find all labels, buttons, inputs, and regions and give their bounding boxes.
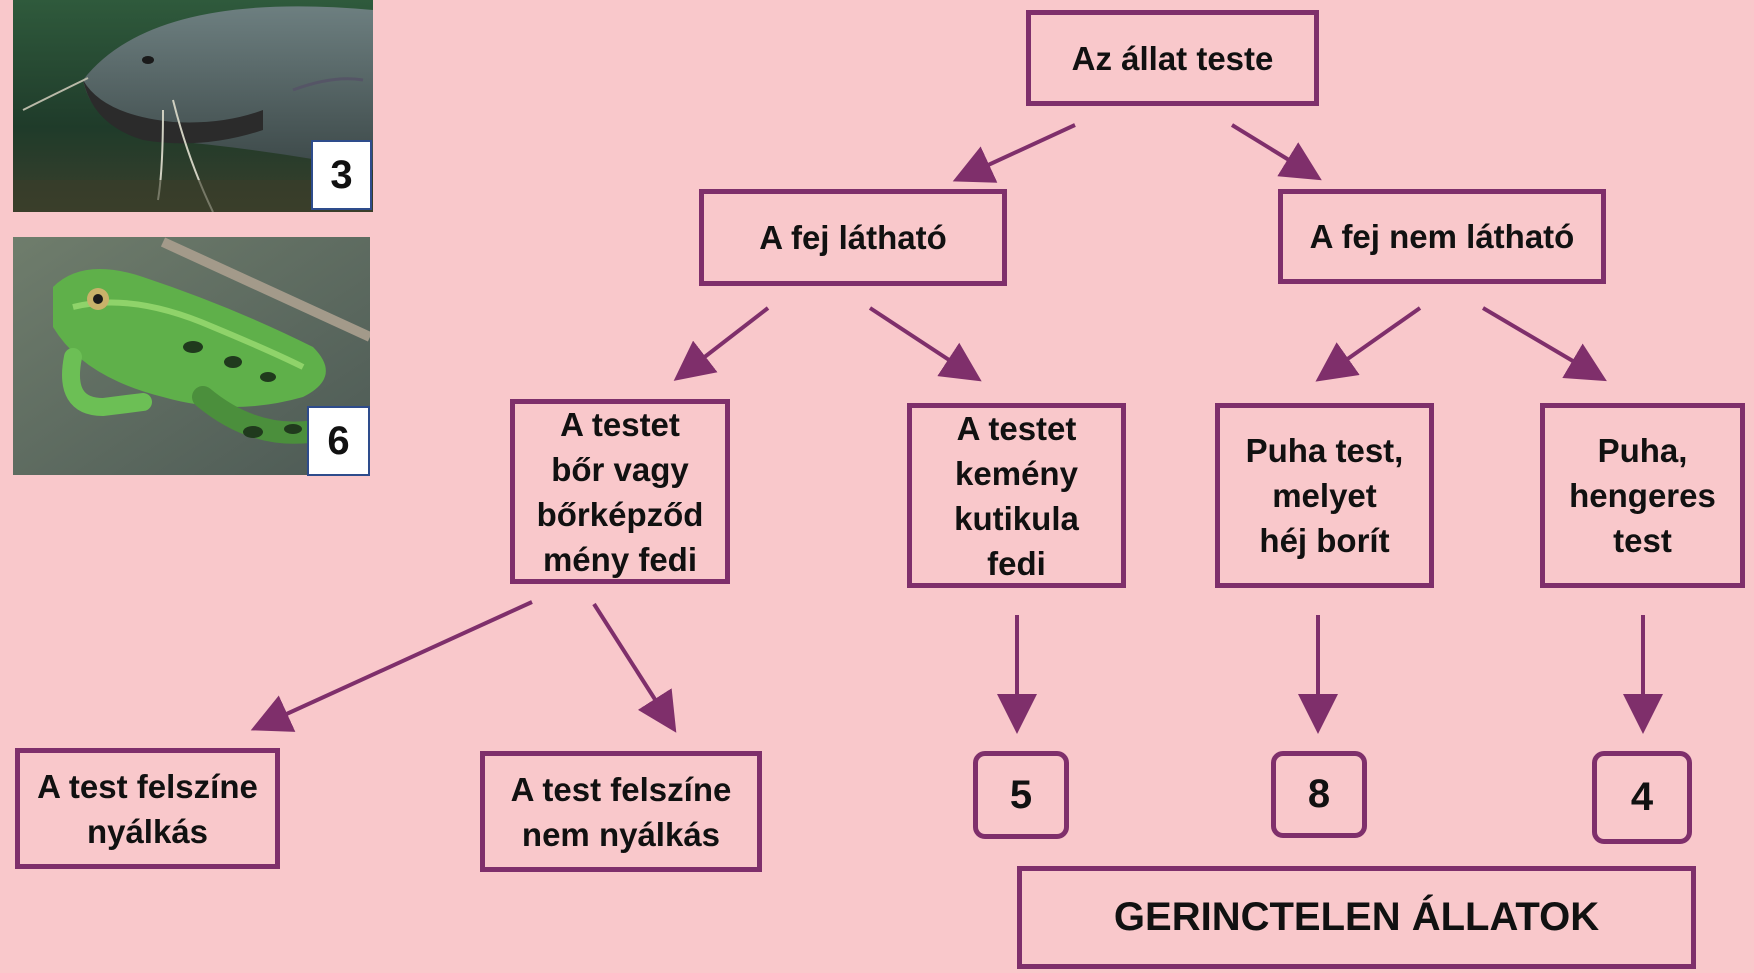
soft-shell-box: Puha test, melyet héj borít bbox=[1215, 403, 1434, 588]
arrow-right-to-shell bbox=[1315, 306, 1422, 382]
head-not-visible-box: A fej nem látható bbox=[1278, 189, 1606, 284]
skin-covered-box: A testet bőr vagy bőrképződ mény fedi bbox=[510, 399, 730, 584]
answer-cylinder-box: 4 bbox=[1592, 751, 1692, 844]
root-box: Az állat teste bbox=[1026, 10, 1319, 106]
arrow-left-to-cuticle bbox=[868, 306, 982, 382]
cuticle-covered-box: A testet kemény kutikula fedi bbox=[907, 403, 1126, 588]
slimy-surface-box: A test felszíne nyálkás bbox=[15, 748, 280, 869]
answer-shell-box: 8 bbox=[1271, 751, 1367, 838]
catfish-number-tag: 3 bbox=[311, 140, 372, 210]
answer-cuticle-box: 5 bbox=[973, 751, 1069, 839]
arrow-root-to-right bbox=[1230, 123, 1322, 181]
frog-number-tag: 6 bbox=[307, 406, 370, 476]
arrow-right-to-cylinder bbox=[1481, 306, 1607, 382]
frog-photo bbox=[13, 237, 370, 475]
arrow-skin-to-not-slimy bbox=[592, 602, 677, 733]
not-slimy-surface-box: A test felszíne nem nyálkás bbox=[480, 751, 762, 872]
arrow-left-to-skin bbox=[673, 306, 770, 381]
soft-cylinder-box: Puha, hengeres test bbox=[1540, 403, 1745, 588]
arrow-root-to-left bbox=[952, 123, 1076, 183]
invertebrates-label-box: GERINCTELEN ÁLLATOK bbox=[1017, 866, 1696, 969]
head-visible-box: A fej látható bbox=[699, 189, 1007, 286]
arrow-skin-to-slimy bbox=[250, 600, 533, 732]
